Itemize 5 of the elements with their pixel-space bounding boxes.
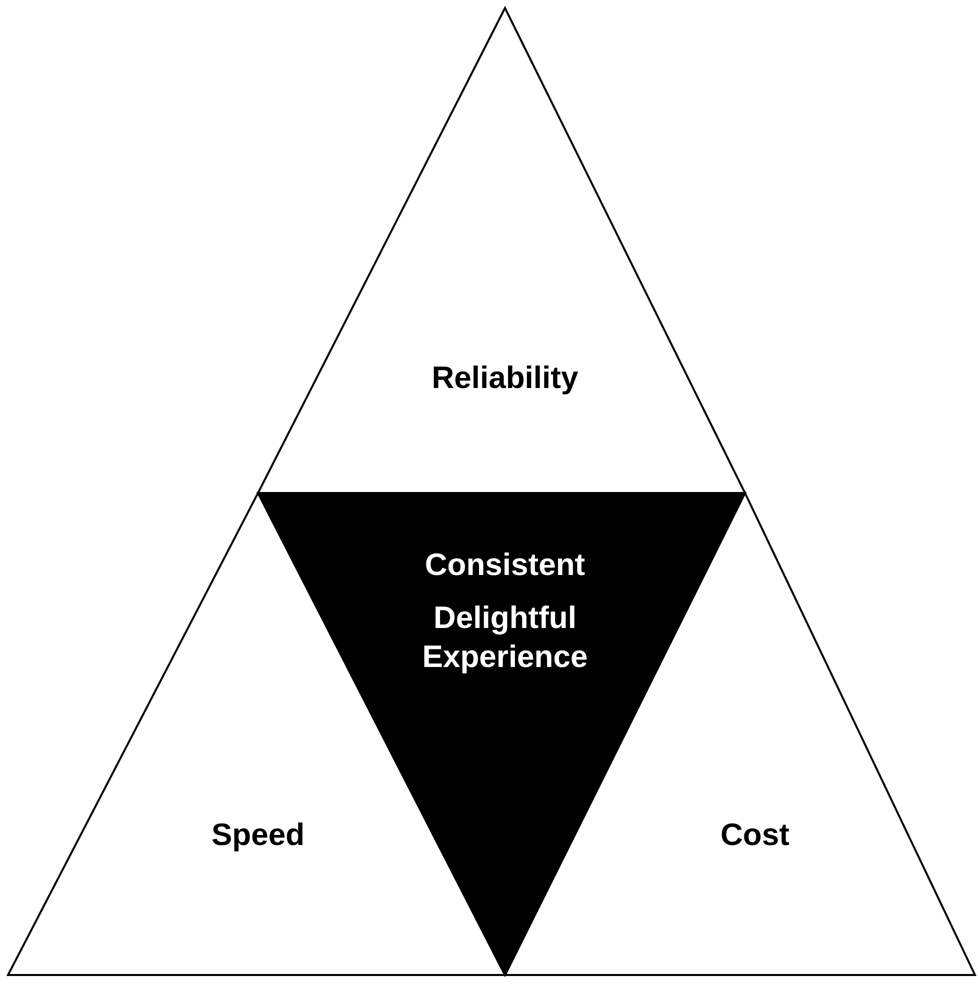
segment-label: Delightful Experience bbox=[421, 599, 589, 676]
segment-label: Speed bbox=[210, 816, 306, 854]
segment-label: Consistent bbox=[424, 546, 586, 584]
segment-label: Reliability bbox=[430, 359, 580, 397]
segment-label: Cost bbox=[720, 816, 790, 854]
